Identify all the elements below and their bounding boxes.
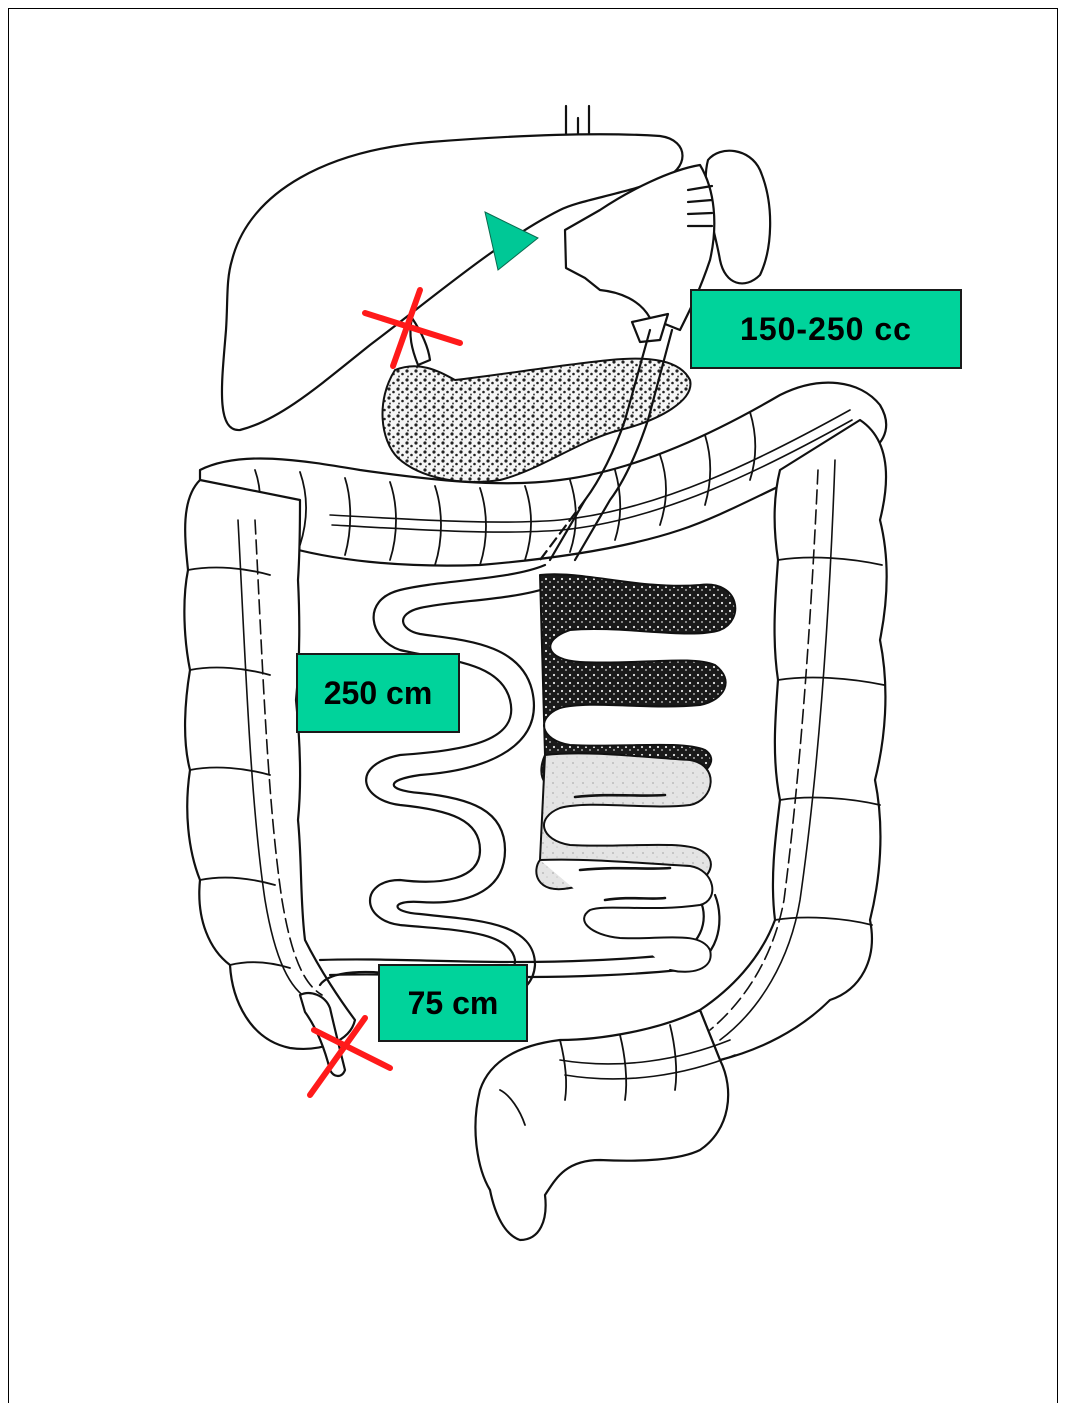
volume-label: 150-250 cc: [690, 289, 962, 369]
pouch-outlet: [632, 314, 668, 342]
bypassed-small-bowel: [320, 565, 545, 985]
spleen: [706, 151, 770, 284]
gallbladder: [410, 318, 430, 365]
descending-colon: [700, 420, 887, 1060]
alimentary-loops: [536, 574, 735, 972]
distal-length-label: 75 cm: [378, 964, 528, 1042]
sigmoid-colon: [475, 1010, 728, 1240]
small-bowel-length-label: 250 cm: [296, 653, 460, 733]
